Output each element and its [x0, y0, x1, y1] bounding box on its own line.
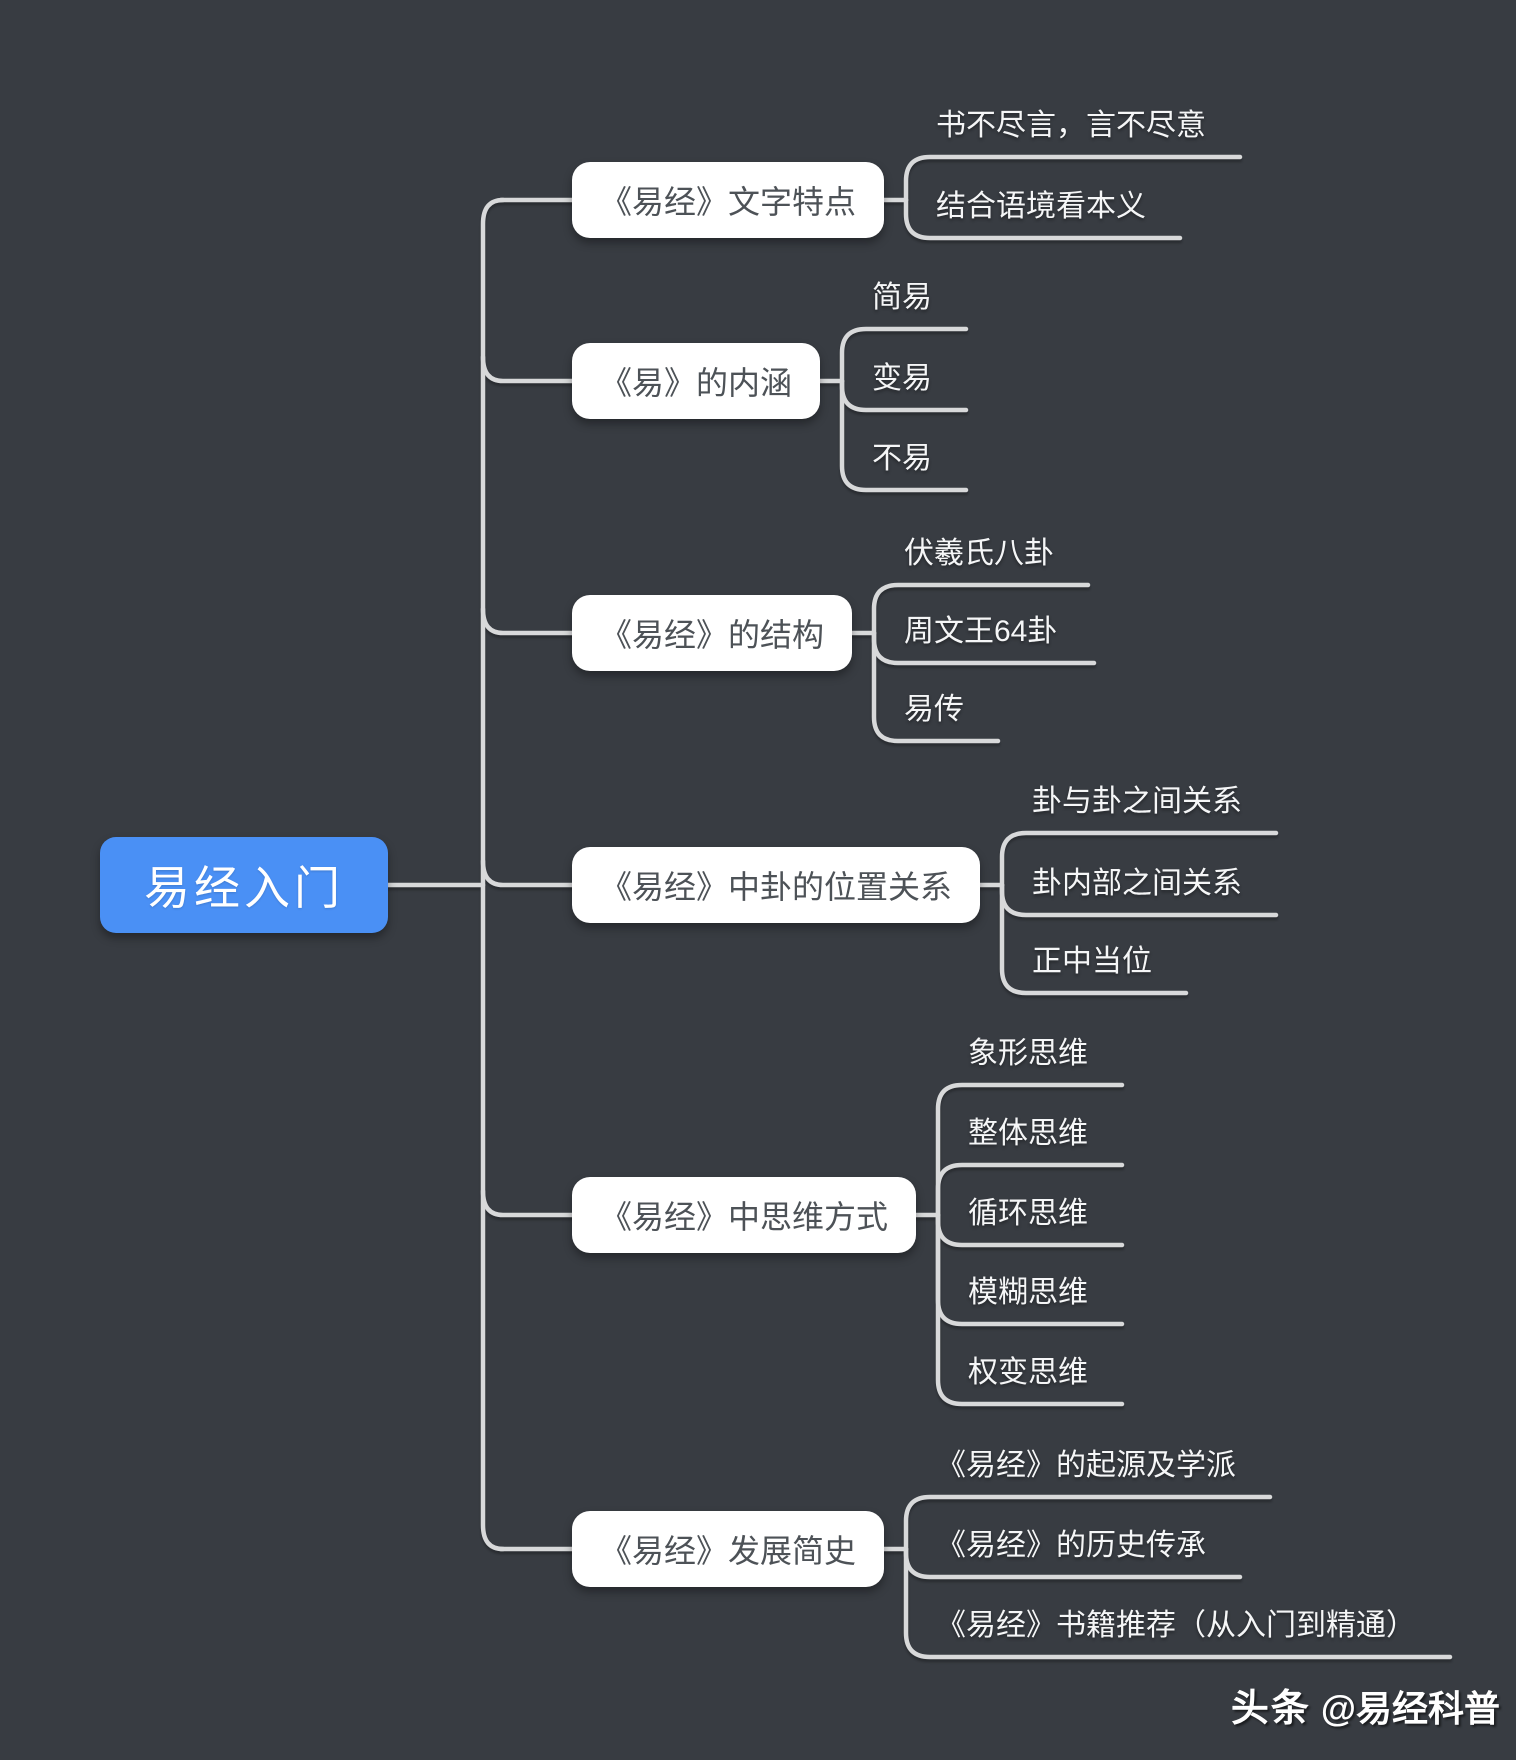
- watermark-handle: @易经科普: [1320, 1688, 1500, 1729]
- child-node-3-0[interactable]: 卦与卦之间关系: [1032, 785, 1242, 818]
- branch-node-1[interactable]: 《易》的内涵: [572, 343, 820, 419]
- child-node-0-1[interactable]: 结合语境看本义: [936, 190, 1146, 223]
- watermark: 头条@易经科普: [1231, 1677, 1500, 1732]
- child-node-5-2[interactable]: 《易经》书籍推荐（从入门到精通）: [936, 1609, 1416, 1642]
- root-node[interactable]: 易经入门: [100, 837, 388, 933]
- child-node-2-0[interactable]: 伏羲氏八卦: [904, 537, 1054, 570]
- child-node-4-3[interactable]: 模糊思维: [968, 1276, 1088, 1309]
- child-node-4-0[interactable]: 象形思维: [968, 1037, 1088, 1070]
- child-node-5-1[interactable]: 《易经》的历史传承: [936, 1529, 1206, 1562]
- child-node-1-2[interactable]: 不易: [872, 442, 932, 475]
- child-node-1-1[interactable]: 变易: [872, 362, 932, 395]
- child-node-0-0[interactable]: 书不尽言，言不尽意: [936, 109, 1206, 142]
- branch-node-5[interactable]: 《易经》发展简史: [572, 1511, 884, 1587]
- branch-node-2[interactable]: 《易经》的结构: [572, 595, 852, 671]
- branch-node-0[interactable]: 《易经》文字特点: [572, 162, 884, 238]
- child-node-4-1[interactable]: 整体思维: [968, 1117, 1088, 1150]
- child-node-4-4[interactable]: 权变思维: [968, 1356, 1088, 1389]
- child-node-5-0[interactable]: 《易经》的起源及学派: [936, 1449, 1236, 1482]
- child-node-2-1[interactable]: 周文王64卦: [904, 615, 1058, 648]
- child-node-1-0[interactable]: 简易: [872, 281, 932, 314]
- branch-node-3[interactable]: 《易经》中卦的位置关系: [572, 847, 980, 923]
- child-node-4-2[interactable]: 循环思维: [968, 1197, 1088, 1230]
- child-node-3-1[interactable]: 卦内部之间关系: [1032, 867, 1242, 900]
- child-node-2-2[interactable]: 易传: [904, 693, 964, 726]
- child-node-3-2[interactable]: 正中当位: [1032, 945, 1152, 978]
- watermark-brand: 头条: [1230, 1688, 1311, 1730]
- branch-node-4[interactable]: 《易经》中思维方式: [572, 1177, 916, 1253]
